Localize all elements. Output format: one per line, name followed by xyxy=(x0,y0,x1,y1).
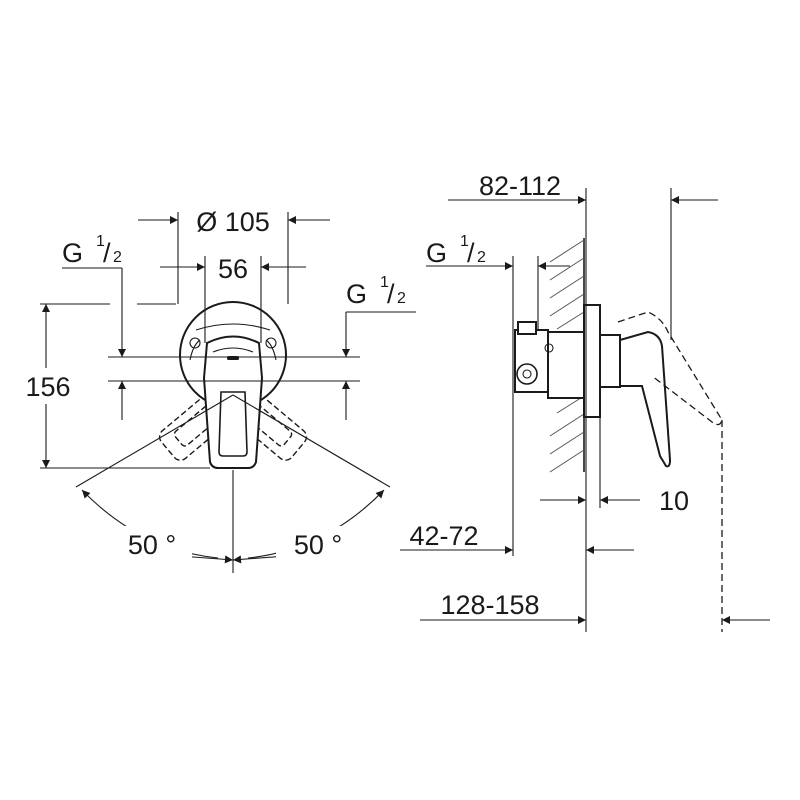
valve-outlet-core xyxy=(522,369,532,379)
front-view: Ø 105 56 156 G 1 / 2 G 1 / 2 xyxy=(18,207,416,573)
valve-screw xyxy=(544,343,554,353)
wall-offset-label: 10 xyxy=(659,486,689,516)
thread-right-base: G xyxy=(346,279,367,309)
rotation-line-left xyxy=(75,394,234,488)
valve-cartridge xyxy=(599,334,621,388)
thread-left-base: G xyxy=(62,238,83,268)
height-label: 156 xyxy=(25,372,70,402)
lever-handle xyxy=(202,335,264,469)
thread-right-sub: 2 xyxy=(397,290,406,307)
angle-left-label: 50 ° xyxy=(128,530,176,560)
side-thread-sup: 1 xyxy=(460,233,469,250)
total-range-label: 128-158 xyxy=(440,590,539,620)
side-thread-base: G xyxy=(426,238,447,268)
dia-label: Ø 105 xyxy=(196,207,270,237)
lever-profile-ghost xyxy=(617,311,723,426)
side-view: 82-112 G 1 / 2 10 42-72 128-158 xyxy=(400,171,770,632)
lever-handle-cap xyxy=(212,347,254,353)
lever-handle-window xyxy=(218,391,248,457)
thread-right-slash: / xyxy=(387,279,395,309)
lever-profile xyxy=(619,330,672,468)
thread-left-sup: 1 xyxy=(96,233,105,250)
rotation-line-right xyxy=(232,394,391,488)
side-thread-slash: / xyxy=(467,238,475,268)
thread-left-sub: 2 xyxy=(113,249,122,266)
escutcheon-screw-left xyxy=(189,337,201,349)
depth-range-label: 82-112 xyxy=(479,171,561,201)
thread-left-slash: / xyxy=(103,238,111,268)
valve-outlet-ring xyxy=(516,363,538,385)
body-range-label: 42-72 xyxy=(409,521,478,551)
valve-top-tab xyxy=(517,321,537,335)
side-thread-sub: 2 xyxy=(477,249,486,266)
escutcheon-screw-right xyxy=(265,337,277,349)
width-label: 56 xyxy=(218,254,248,284)
thread-right-sup: 1 xyxy=(380,274,389,291)
angle-right-label: 50 ° xyxy=(294,530,342,560)
